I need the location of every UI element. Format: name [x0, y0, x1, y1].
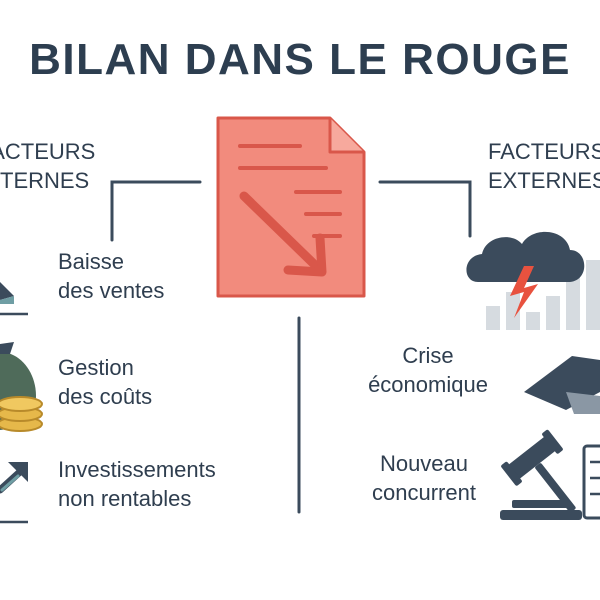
internal-factors-heading: FACTEURS INTERNES [0, 138, 95, 195]
right-item-2-line2: concurrent [372, 479, 476, 505]
external-heading-line2: EXTERNES [488, 167, 600, 193]
right-item-1-line2: économique [368, 371, 488, 397]
internal-heading-line1: FACTEURS [0, 139, 96, 164]
left-item-2-line2: des coûts [58, 383, 153, 409]
left-item-cost-management: Gestion des coûts [58, 354, 152, 411]
crisis-arrow-icon [524, 356, 600, 414]
left-item-3-line1: Investissements [58, 457, 216, 482]
left-item-3-line2: non rentables [58, 485, 192, 511]
left-item-1-line1: Baisse [58, 249, 125, 274]
right-item-2-line1: Nouveau [379, 451, 469, 476]
gavel-document-icon [500, 429, 600, 520]
declining-chart-icon [0, 282, 14, 304]
right-item-1-line1: Crise [402, 343, 454, 368]
left-item-unprofitable-investments: Investissements non rentables [58, 456, 216, 513]
right-item-economic-crisis: Crise économique [354, 342, 502, 399]
left-item-sales-decline: Baisse des ventes [58, 248, 164, 305]
page-title: BILAN DANS LE ROUGE [29, 35, 571, 84]
external-factors-heading: FACTEURS EXTERNES [488, 138, 600, 195]
external-heading-line1: FACTEURS [488, 139, 600, 164]
right-item-new-competitor: Nouveau concurrent [344, 450, 504, 507]
declining-report-document-icon [216, 116, 366, 298]
right-connector [378, 180, 472, 238]
left-connector [110, 180, 202, 242]
left-item-1-line2: des ventes [58, 277, 165, 303]
arrow-chart-icon [0, 462, 28, 494]
left-separators [0, 312, 28, 524]
storm-cloud-chart-icon [466, 231, 600, 330]
left-item-2-line1: Gestion [58, 355, 134, 380]
internal-heading-line2: INTERNES [0, 167, 90, 193]
money-bag-coins-icon [0, 342, 43, 432]
